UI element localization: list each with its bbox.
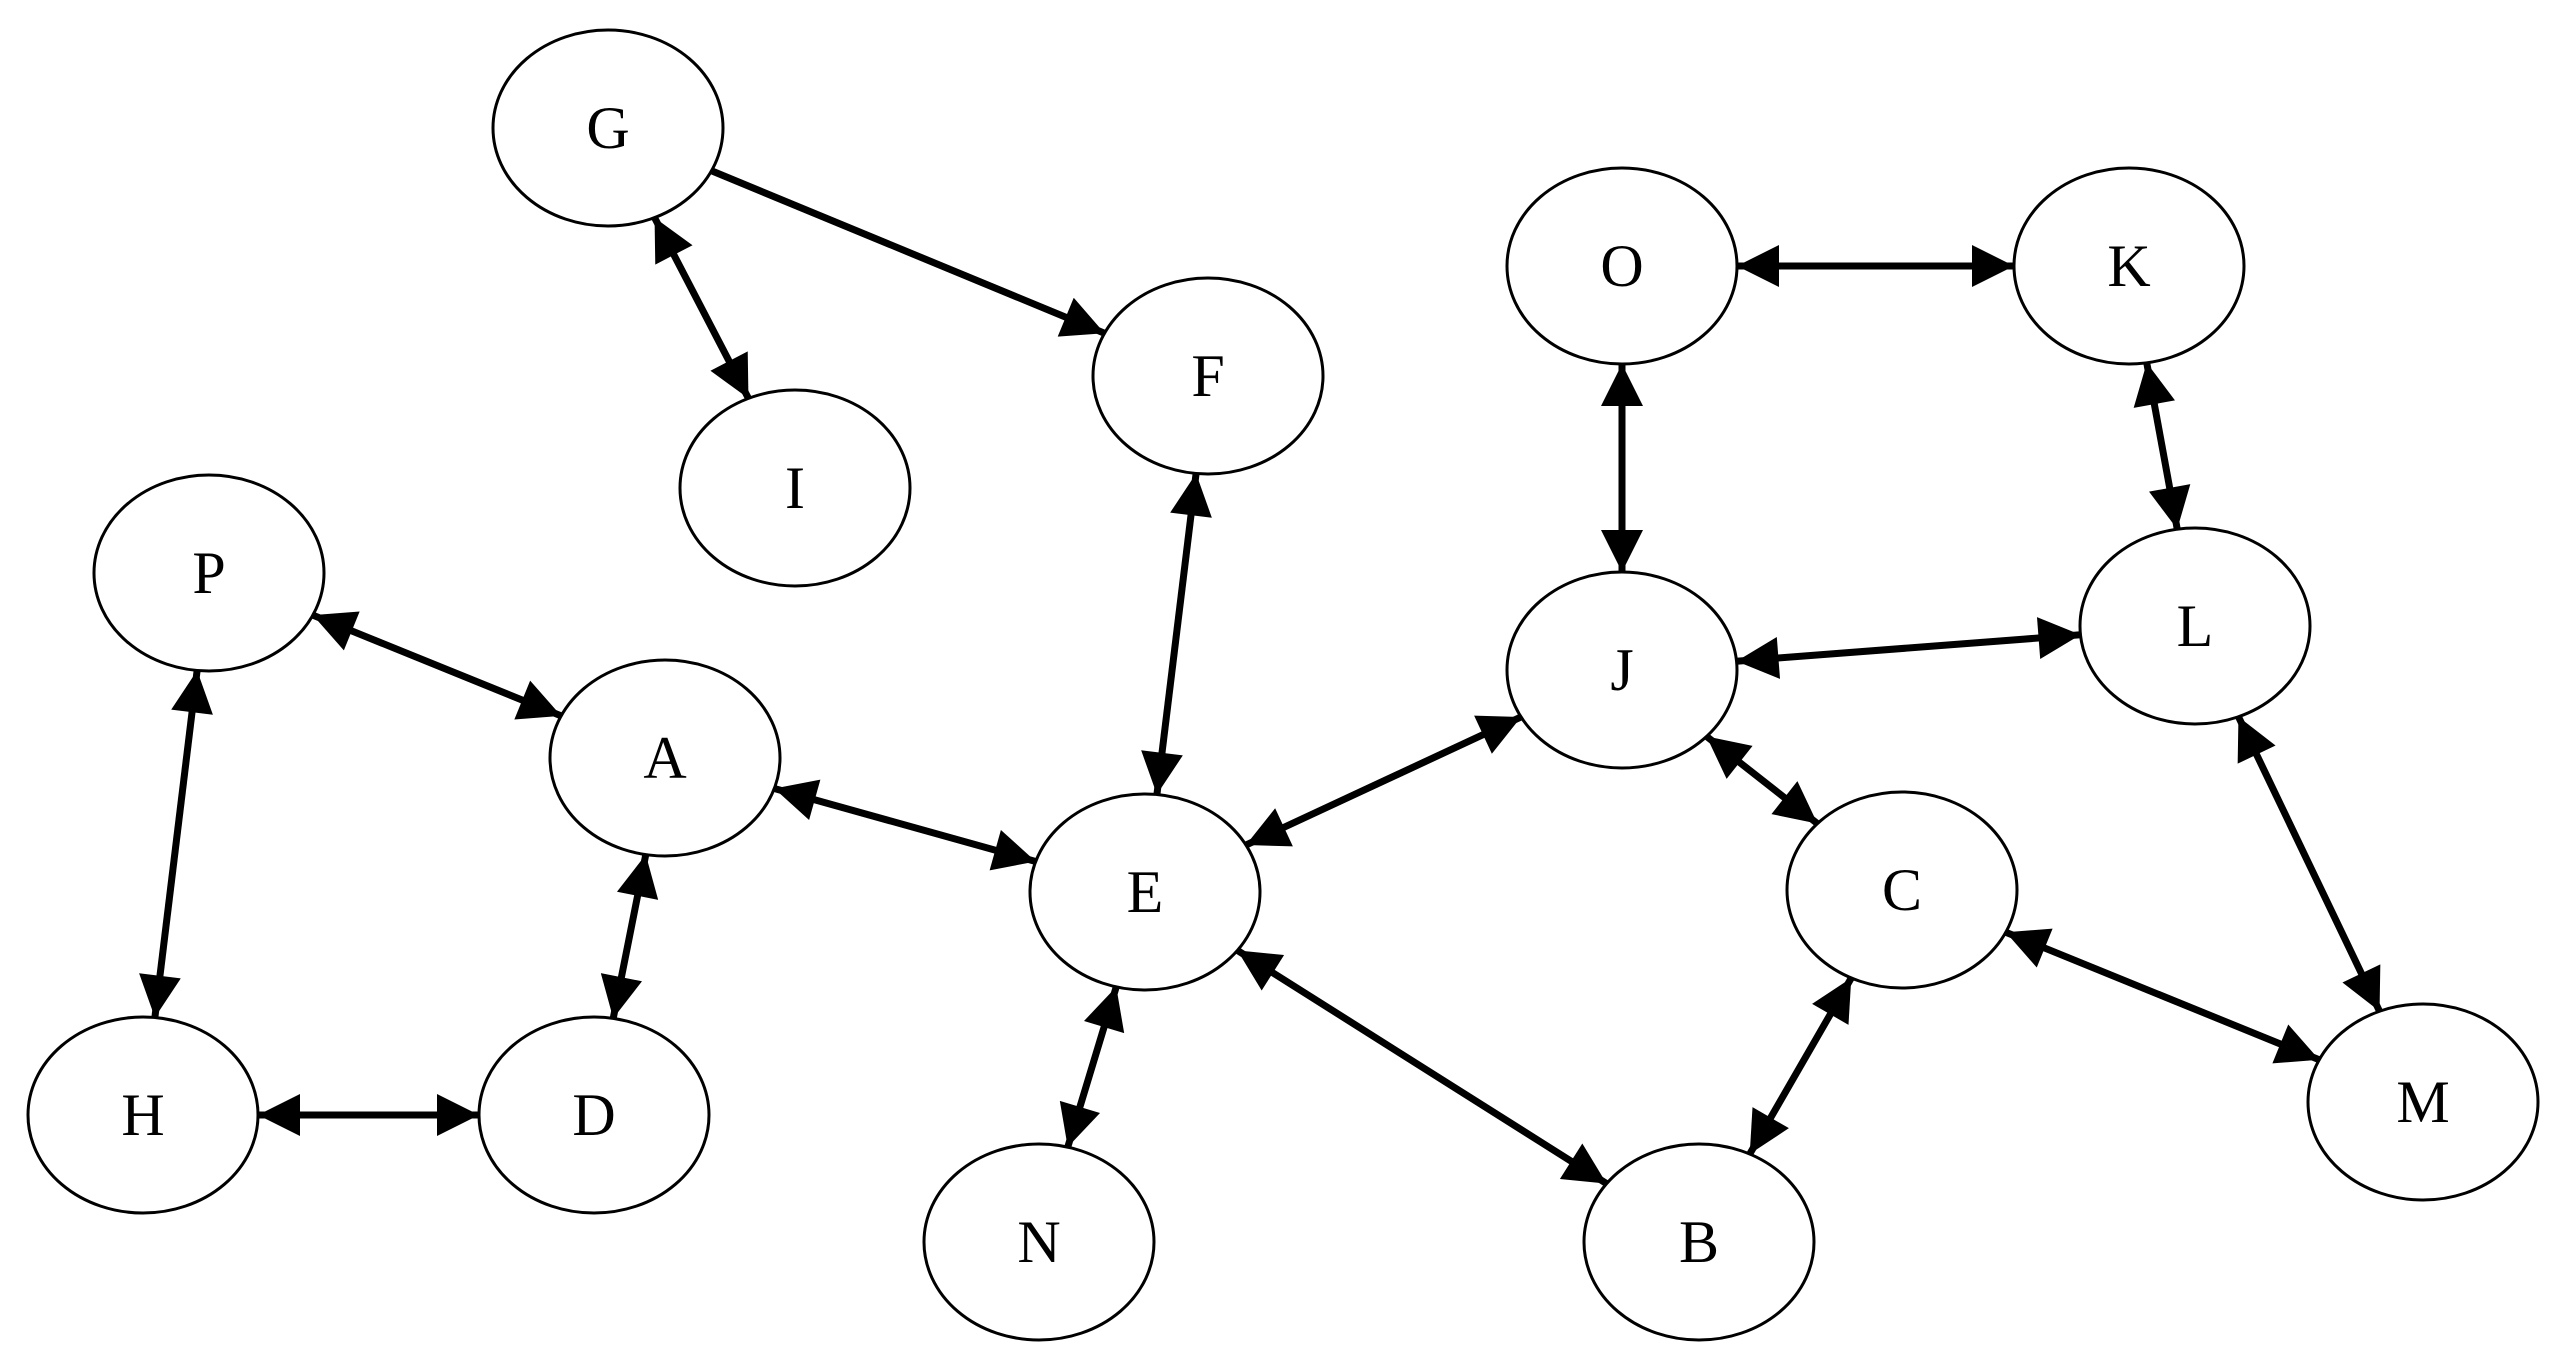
node-e-ellipse <box>1028 792 1262 992</box>
node-k-ellipse <box>2012 166 2246 366</box>
node-n-ellipse <box>922 1142 1156 1342</box>
node-a: A <box>548 658 782 858</box>
node-i: I <box>678 388 912 588</box>
node-a-ellipse <box>548 658 782 858</box>
edge-g-i <box>651 215 752 401</box>
edge-e-b <box>1235 947 1609 1187</box>
node-i-label: I <box>785 455 805 521</box>
node-l-ellipse <box>2078 526 2312 726</box>
node-m-label: M <box>2396 1069 2449 1135</box>
edge-a-e <box>773 779 1037 871</box>
edge-p-h <box>139 670 213 1018</box>
node-j-ellipse <box>1505 570 1739 770</box>
node-d-label: D <box>572 1082 615 1148</box>
node-j: J <box>1505 570 1739 770</box>
edges-layer <box>139 167 2383 1187</box>
edge-c-b <box>1746 976 1855 1156</box>
node-f-label: F <box>1191 343 1224 409</box>
node-n-label: N <box>1017 1209 1060 1275</box>
node-k: K <box>2012 166 2246 366</box>
node-h: H <box>26 1015 260 1215</box>
node-d: D <box>477 1015 711 1215</box>
node-f-ellipse <box>1091 276 1325 476</box>
edge-j-c <box>1704 733 1820 827</box>
node-j-label: J <box>1610 637 1633 703</box>
edge-p-a <box>311 611 563 720</box>
node-e-label: E <box>1127 859 1164 925</box>
node-g-label: G <box>586 95 629 161</box>
node-o: O <box>1505 166 1739 366</box>
node-c-ellipse <box>1785 790 2019 990</box>
edge-a-d <box>600 853 659 1020</box>
node-g: G <box>491 28 725 228</box>
edge-k-l <box>2133 362 2191 530</box>
edge-j-l <box>1736 617 2081 679</box>
edge-f-e <box>1141 473 1212 795</box>
node-p: P <box>92 473 326 673</box>
edge-g-f <box>710 167 1106 337</box>
node-m: M <box>2306 1002 2540 1202</box>
node-h-label: H <box>121 1082 164 1148</box>
edge-l-m <box>2235 715 2383 1013</box>
node-h-ellipse <box>26 1015 260 1215</box>
node-e: E <box>1028 792 1262 992</box>
node-b: B <box>1582 1142 1816 1342</box>
node-d-ellipse <box>477 1015 711 1215</box>
edge-j-e <box>1244 713 1523 849</box>
node-b-label: B <box>1679 1209 1719 1275</box>
node-k-label: K <box>2107 233 2150 299</box>
node-l: L <box>2078 526 2312 726</box>
edge-e-n <box>1059 985 1125 1149</box>
node-m-ellipse <box>2306 1002 2540 1202</box>
node-n: N <box>922 1142 1156 1342</box>
nodes-layer: G O K F I P J L A E C H D M N B <box>26 28 2540 1342</box>
node-i-ellipse <box>678 388 912 588</box>
node-p-label: P <box>192 540 225 606</box>
node-p-ellipse <box>92 473 326 673</box>
edge-c-m <box>2004 928 2321 1064</box>
node-c-label: C <box>1882 857 1922 923</box>
node-o-label: O <box>1600 233 1643 299</box>
node-o-ellipse <box>1505 166 1739 366</box>
node-f: F <box>1091 276 1325 476</box>
node-g-ellipse <box>491 28 725 228</box>
node-c: C <box>1785 790 2019 990</box>
node-a-label: A <box>643 725 686 791</box>
node-b-ellipse <box>1582 1142 1816 1342</box>
node-l-label: L <box>2177 593 2214 659</box>
